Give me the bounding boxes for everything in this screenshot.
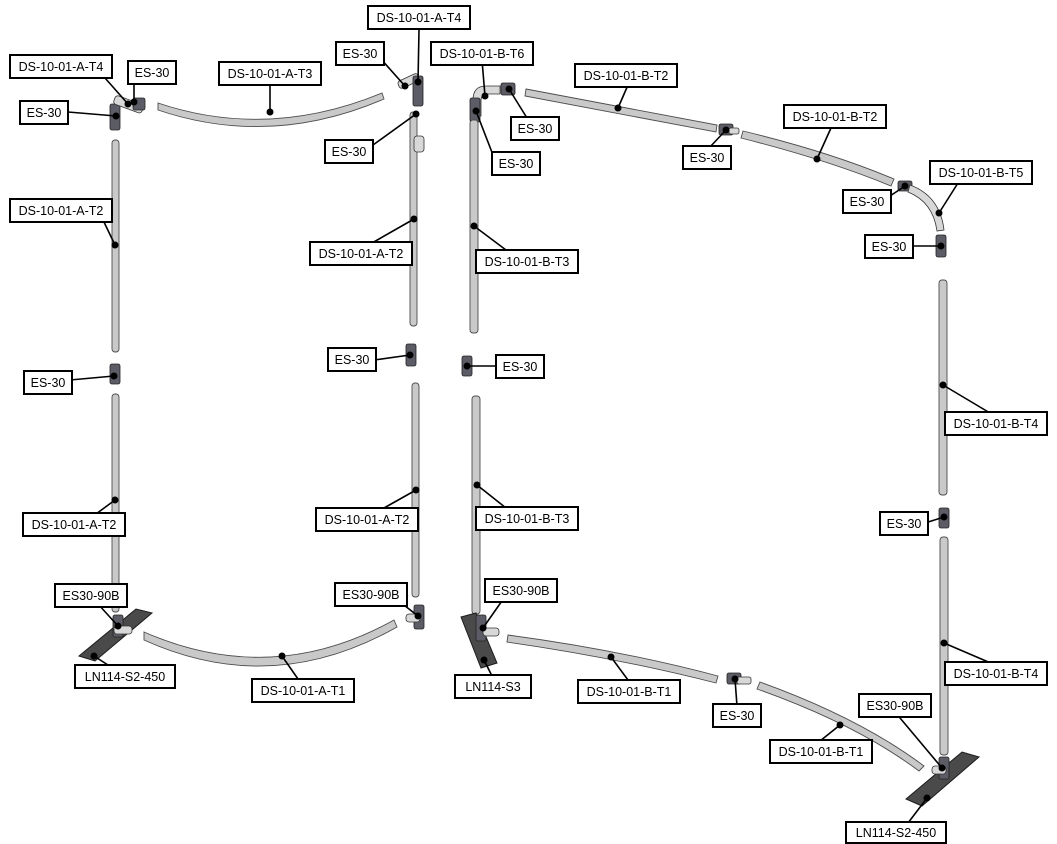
label-b-t2-second: DS-10-01-B-T2 [783,104,887,129]
label-es30-b6-right: ES-30 [510,116,560,141]
svg-text:DS-10-01-A-T2: DS-10-01-A-T2 [319,247,404,261]
label-es30-center-mid: ES-30 [327,347,377,372]
tube-b-t2-first [524,88,718,133]
label-b-t1-first: DS-10-01-B-T1 [577,679,681,704]
svg-text:DS-10-01-A-T4: DS-10-01-A-T4 [19,60,104,74]
label-a-t1: DS-10-01-A-T1 [251,678,355,703]
label-es30-center-top: ES-30 [335,41,385,66]
svg-text:ES-30: ES-30 [27,106,62,120]
svg-text:ES-30: ES-30 [720,709,755,723]
tube-b-t1-second [756,681,925,772]
label-a-t3: DS-10-01-A-T3 [218,61,322,86]
svg-text:DS-10-01-A-T3: DS-10-01-A-T3 [228,67,313,81]
svg-text:ES-30: ES-30 [135,66,170,80]
svg-text:DS-10-01-B-T1: DS-10-01-B-T1 [779,745,864,759]
label-a-t2-center-lower: DS-10-01-A-T2 [315,507,419,532]
label-b-t3-upper: DS-10-01-B-T3 [475,249,579,274]
label-es30-b5-below: ES-30 [864,234,914,259]
label-es30-b6-below: ES-30 [491,151,541,176]
label-es30-center-below: ES-30 [324,139,374,164]
label-b-t4-lower: DS-10-01-B-T4 [944,661,1048,686]
label-a-t4-center: DS-10-01-A-T4 [367,5,471,30]
frame-a [77,73,425,667]
label-b-t4-upper: DS-10-01-B-T4 [944,411,1048,436]
label-b-t2-first: DS-10-01-B-T2 [574,63,678,88]
fitting-a-center-side [413,135,425,153]
label-es30-b-mid: ES-30 [495,354,545,379]
label-es30-90b-center: ES30-90B [334,582,408,607]
label-b-t6: DS-10-01-B-T6 [430,41,534,66]
svg-text:DS-10-01-B-T2: DS-10-01-B-T2 [793,110,878,124]
svg-text:ES30-90B: ES30-90B [63,589,120,603]
svg-text:DS-10-01-A-T4: DS-10-01-A-T4 [377,11,462,25]
svg-text:DS-10-01-B-T1: DS-10-01-B-T1 [587,685,672,699]
label-ln114-s3: LN114-S3 [454,674,532,699]
svg-text:LN114-S2-450: LN114-S2-450 [856,826,936,840]
svg-text:ES-30: ES-30 [872,240,907,254]
tube-a-t3 [157,92,385,128]
joint-es30-b-bottom [726,672,752,685]
svg-text:DS-10-01-B-T3: DS-10-01-B-T3 [485,255,570,269]
svg-text:ES-30: ES-30 [332,145,367,159]
svg-text:ES-30: ES-30 [499,157,534,171]
label-b-t5: DS-10-01-B-T5 [929,160,1033,185]
label-a-t2-left-upper: DS-10-01-A-T2 [9,198,113,223]
label-es30-b-top-joint: ES-30 [682,145,732,170]
svg-text:ES-30: ES-30 [343,47,378,61]
svg-text:ES30-90B: ES30-90B [343,588,400,602]
tube-b-t3-lower [471,395,481,615]
svg-text:DS-10-01-B-T5: DS-10-01-B-T5 [939,166,1024,180]
svg-text:LN114-S2-450: LN114-S2-450 [85,670,165,684]
label-a-t2-left-lower: DS-10-01-A-T2 [22,512,126,537]
label-es30-left-top: ES-30 [127,60,177,85]
svg-text:DS-10-01-B-T2: DS-10-01-B-T2 [584,69,669,83]
svg-text:DS-10-01-A-T2: DS-10-01-A-T2 [325,513,410,527]
label-ln114-s2-450-left: LN114-S2-450 [74,664,176,689]
leader-lines [67,29,994,824]
label-es30-b-bottom-joint: ES-30 [712,703,762,728]
label-es30-right-mid: ES-30 [879,511,929,536]
label-es30-left-side: ES-30 [19,100,69,125]
svg-text:ES-30: ES-30 [518,122,553,136]
svg-text:ES-30: ES-30 [335,353,370,367]
svg-text:ES-30: ES-30 [503,360,538,374]
tube-a-t1 [143,619,398,667]
fitting-es30-90b-b [475,614,500,642]
label-es30-b5-left: ES-30 [842,189,892,214]
label-a-t4-left: DS-10-01-A-T4 [9,54,113,79]
label-b-t1-second: DS-10-01-B-T1 [769,739,873,764]
label-es30-90b-b: ES30-90B [484,578,558,603]
label-es30-90b-left: ES30-90B [54,583,128,608]
corner-fitting-a-left-top [109,95,146,131]
svg-text:DS-10-01-A-T1: DS-10-01-A-T1 [261,684,346,698]
corner-fitting-a-center-top [397,73,424,107]
svg-text:ES30-90B: ES30-90B [867,699,924,713]
svg-text:LN114-S3: LN114-S3 [465,680,520,694]
svg-text:ES-30: ES-30 [31,376,66,390]
svg-text:DS-10-01-B-T4: DS-10-01-B-T4 [954,667,1039,681]
svg-text:ES-30: ES-30 [690,151,725,165]
svg-text:ES30-90B: ES30-90B [493,584,550,598]
svg-text:DS-10-01-B-T6: DS-10-01-B-T6 [440,47,525,61]
label-es30-90b-right: ES30-90B [858,693,932,718]
svg-text:DS-10-01-A-T2: DS-10-01-A-T2 [19,204,104,218]
svg-text:ES-30: ES-30 [887,517,922,531]
svg-text:ES-30: ES-30 [850,195,885,209]
svg-text:DS-10-01-B-T4: DS-10-01-B-T4 [954,417,1039,431]
label-ln114-s2-450-right: LN114-S2-450 [845,821,947,844]
fitting-es30-90b-center [405,604,425,630]
label-a-t2-center-upper: DS-10-01-A-T2 [309,241,413,266]
label-es30-left-mid: ES-30 [23,370,73,395]
svg-text:DS-10-01-B-T3: DS-10-01-B-T3 [485,512,570,526]
svg-text:DS-10-01-A-T2: DS-10-01-A-T2 [32,518,117,532]
label-b-t3-lower: DS-10-01-B-T3 [475,506,579,531]
